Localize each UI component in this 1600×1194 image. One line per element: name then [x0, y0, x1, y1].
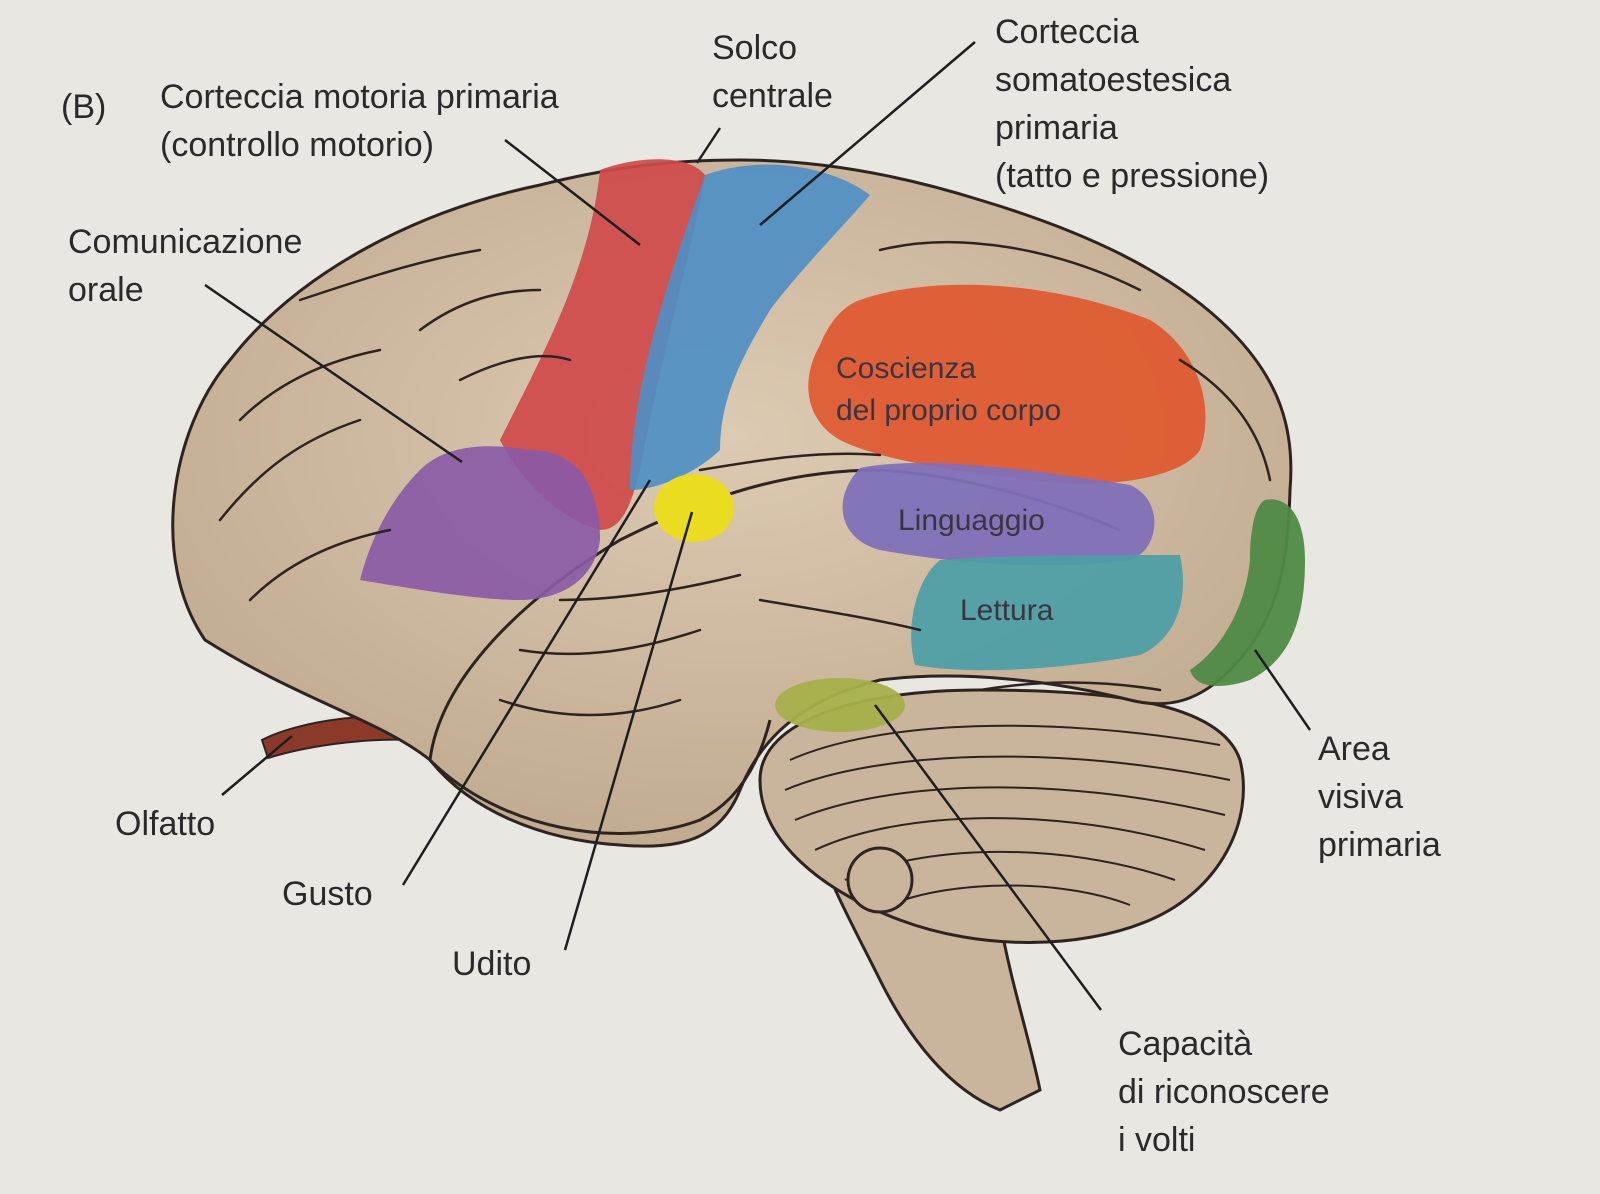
label-line: primaria: [995, 109, 1118, 147]
panel-letter: (B): [61, 88, 107, 126]
label-line: visiva: [1318, 778, 1404, 816]
label-line: di riconoscere: [1118, 1073, 1330, 1111]
label-line: somatoestesica: [995, 61, 1232, 99]
label-oral-communication: Comunicazione orale: [68, 218, 302, 314]
label-hearing: Udito: [452, 945, 532, 983]
label-body-awareness: Coscienza del proprio corpo: [836, 348, 1061, 432]
area-faces: [775, 678, 905, 732]
label-line: Corteccia: [995, 13, 1139, 51]
label-line: Corteccia motoria primaria: [160, 78, 559, 116]
area-reading: [911, 555, 1184, 671]
cerebellum-folds: [784, 724, 1231, 906]
area-language: [842, 463, 1155, 566]
label-line: i volti: [1118, 1121, 1196, 1159]
gyri-lines: [218, 240, 1272, 717]
label-line: centrale: [712, 77, 833, 115]
area-somato: [630, 164, 870, 490]
area-motor: [500, 159, 705, 530]
pons: [846, 846, 914, 914]
area-hearing: [654, 474, 734, 542]
label-line: primaria: [1318, 826, 1441, 864]
label-line: Solco: [712, 29, 798, 67]
label-primary-motor-cortex: Corteccia motoria primaria (controllo mo…: [160, 73, 559, 169]
label-line: Capacità: [1118, 1025, 1253, 1063]
label-line: (tatto e pressione): [995, 157, 1270, 195]
area-body-awareness: [808, 284, 1206, 484]
label-face-recognition: Capacità di riconoscere i volti: [1118, 1020, 1330, 1164]
label-language: Linguaggio: [898, 504, 1045, 537]
label-primary-visual-area: Area visiva primaria: [1318, 725, 1441, 869]
leader-lines: [204, 41, 1312, 1011]
label-line: (controllo motorio): [160, 126, 434, 164]
label-line: Area: [1318, 730, 1390, 768]
label-line: del proprio corpo: [836, 394, 1062, 427]
label-central-sulcus: Solco centrale: [712, 24, 833, 120]
area-speech: [360, 446, 600, 600]
label-somatosensory-cortex: Corteccia somatoestesica primaria (tatto…: [995, 8, 1269, 200]
label-line: Comunicazione: [68, 223, 303, 261]
label-taste: Gusto: [282, 875, 373, 913]
label-line: Coscienza: [836, 352, 977, 385]
area-visual: [1190, 499, 1305, 686]
label-olfaction: Olfatto: [115, 805, 216, 843]
label-line: orale: [68, 271, 144, 309]
label-reading: Lettura: [960, 594, 1054, 627]
